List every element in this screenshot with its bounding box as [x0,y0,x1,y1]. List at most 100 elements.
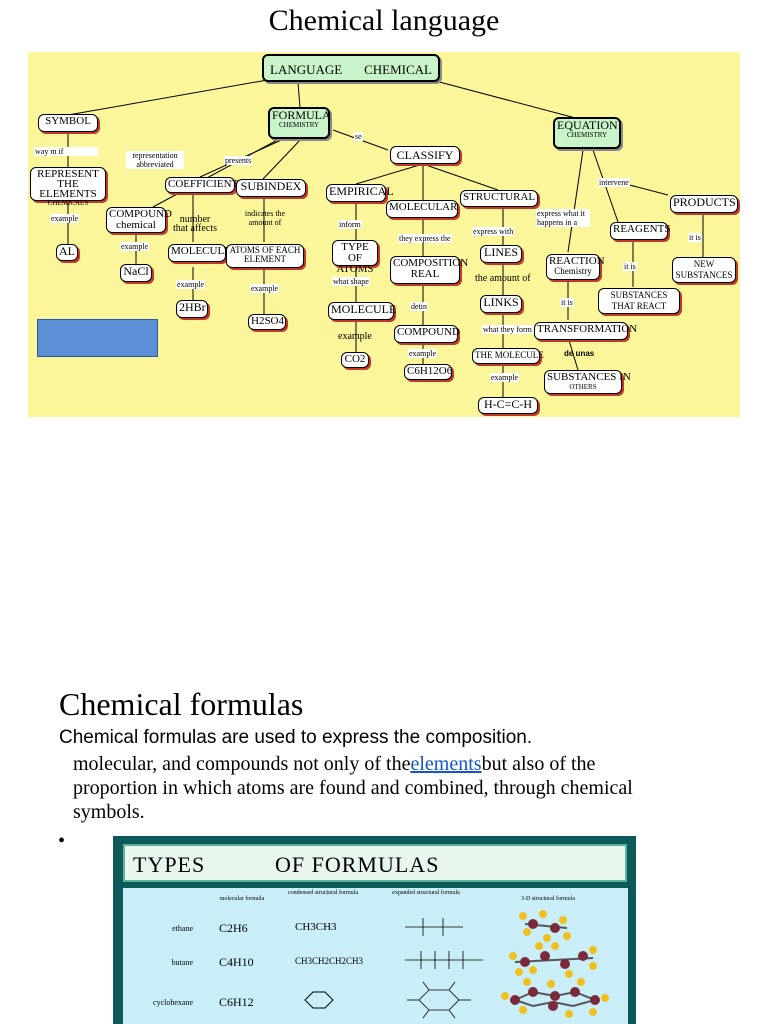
equation-sub: CHEMISTRY [566,131,608,139]
c6h12o6-node: C6H12O6 [404,364,452,380]
they-express-label: they express the [398,234,452,243]
type-atoms-node: TYPE OF ATOMS [332,240,378,275]
molecule-node-1: MOLECULE [168,244,231,262]
compound-node-2: COMPOUND [394,325,460,343]
it-is-label-3: it is [688,233,702,242]
example-label-5: example [338,331,372,342]
co2-node: CO2 [341,352,369,368]
col-condensed: condensed structural formula [288,890,358,896]
blue-rectangle [37,319,158,357]
example-label-1: example [50,214,80,223]
se-label: se [354,132,363,141]
substances-others-sub: OTHERS [569,383,597,391]
presents-label: presents [224,156,253,165]
lead-text: Chemical formulas are used to express th… [59,727,533,748]
para-before: molecular, and compounds not only of the [73,753,411,775]
it-is-label-1: it is [560,298,574,307]
molecular-node: MOLECULAR [386,200,458,218]
express-what-label: express what it happens in a [536,209,590,227]
header-left: TYPES [133,852,206,877]
inform-label: inform [338,220,362,229]
it-is-label-2: it is [623,262,637,271]
equation-node: EQUATION CHEMISTRY [553,117,621,149]
subindex-node: SUBINDEX [236,179,306,197]
header-right: OF FORMULAS [275,852,440,877]
indicates-label: indicates the amount of [244,209,286,227]
example-label-2: example [120,242,150,251]
formulas-table: molecular formula condensed structural f… [123,888,628,1024]
col-3d: 3-D structural formula [521,896,575,902]
types-of-formulas-image: TYPES OF FORMULAS molecular formula cond… [113,836,636,1024]
cf-ethane: CH3CH3 [295,921,337,933]
what-they-form-label: what they form [482,325,533,334]
lines-node: LINES [480,245,522,263]
express-with-label: express with [472,227,515,236]
atoms-each-node: ATOMS OF EACH ELEMENT [226,244,304,268]
col-molecular: molecular formula [219,896,265,902]
way-m-if-label: way m if [34,147,98,156]
example-label-7: example [490,373,520,382]
mf-cyclohexane: C6H12 [219,995,254,1009]
elements-link[interactable]: elements [410,753,482,775]
concept-map: LANGUAGE CHEMICAL SYMBOL FORMULA CHEMIST… [28,52,740,417]
hcch-node: H-C=C-H [478,397,538,414]
amount-of-label: the amount of [475,273,531,284]
intervene-label: intervene [598,178,630,187]
de-unas-label: de unas [564,349,595,358]
root-left-label: LANGUAGE [270,62,343,77]
formula-node: FORMULA CHEMISTRY [268,107,331,139]
representation-label: representation abbreviated [126,151,184,169]
bullet: • [58,830,66,852]
the-molecule-node: THE MOLECULE [472,348,544,364]
row-name-cyclohexane: cyclohexane [153,998,193,1007]
h2so4-node: H2SO4 [248,314,286,330]
section-title: Chemical formulas [59,686,304,722]
reaction-node: REACTION Chemistry [546,254,605,280]
2hbr-node: 2HBr [176,300,208,318]
represent-label: REPRESENT THE ELEMENTS [37,168,99,200]
root-node: LANGUAGE CHEMICAL [262,54,440,82]
classify-node: CLASSIFY [390,146,460,164]
row-name-ethane: ethane [172,924,193,933]
cf-butane: CH3CH2CH2CH3 [295,956,364,966]
represent-node: REPRESENT THE ELEMENTS CHEMICALS [30,167,106,207]
detin-label: detin [410,302,428,311]
row-name-butane: butane [171,958,193,967]
formulas-header: TYPES OF FORMULAS [123,844,627,882]
structural-node: STRUCTURAL [460,190,538,207]
new-substances-node: NEW SUBSTANCES [672,257,736,283]
compound-chem-node: COMPOUND chemical [106,207,172,233]
number-affects-label: number that affects [173,214,217,234]
nacl-node: NaCl [120,264,152,282]
example-label-3: example [176,280,206,289]
molecule-node-2: MOLECULE [328,302,396,320]
formula-label: FORMULA [272,108,331,122]
structure-drawings [304,910,609,1019]
substances-others-node: SUBSTANCES IN OTHERS [544,370,631,394]
example-label-4: example [250,284,280,293]
coefficient-node: COEFFICIENT [165,177,238,193]
what-shape-label: what shape [332,277,370,286]
empirical-node: EMPIRICAL [326,184,394,202]
symbol-node: SYMBOL [38,114,98,132]
reaction-label: REACTION [549,255,605,267]
reagents-node: REAGENTS [610,222,670,240]
col-expanded: expanded structural formula [392,890,460,896]
substances-react-node: SUBSTANCES THAT REACT [598,288,680,314]
para-after: but also of the proportion in which atom… [73,753,633,823]
page-title: Chemical language [268,4,500,37]
mf-butane: C4H10 [219,955,254,969]
composition-real-node: COMPOSITION REAL [390,256,468,284]
example-label-6: example [408,349,438,358]
formula-sub: CHEMISTRY [278,121,320,129]
root-right-label: CHEMICAL [364,62,432,77]
body-paragraph: molecular, and compounds not only of the… [73,752,653,824]
mf-ethane: C2H6 [219,921,248,935]
reaction-sub: Chemistry [554,266,592,276]
substances-others-label: SUBSTANCES IN [547,371,631,383]
equation-label: EQUATION [557,118,618,132]
products-node: PRODUCTS [670,195,738,213]
links-node: LINKS [480,295,522,313]
al-node: AL [56,244,78,261]
transformation-node: TRANSFORMATION [534,322,637,340]
